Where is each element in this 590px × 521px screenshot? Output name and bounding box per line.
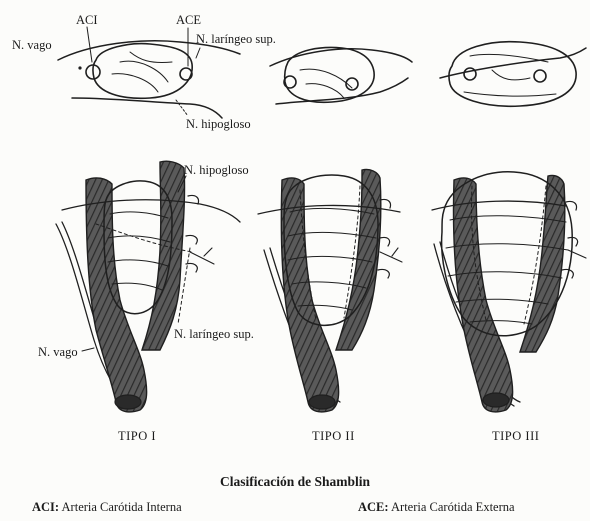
label-hypoglossal-top: N. hipogloso bbox=[186, 117, 251, 131]
label-aci: ACI bbox=[76, 13, 98, 27]
label-vagus-mid: N. vago bbox=[38, 345, 78, 359]
cross-section-type-2 bbox=[270, 48, 412, 104]
legend-aci-text: Arteria Carótida Interna bbox=[62, 500, 182, 514]
illustration-type-2 bbox=[258, 169, 402, 411]
cross-section-type-3 bbox=[440, 42, 586, 107]
legend-aci: ACI: Arteria Carótida Interna bbox=[32, 500, 182, 515]
figure-caption: Clasificación de Shamblin bbox=[0, 474, 590, 490]
legend-ace-abbr: ACE: bbox=[358, 500, 389, 514]
label-type-2: TIPO II bbox=[312, 429, 355, 443]
legend-ace-text: Arteria Carótida Externa bbox=[391, 500, 515, 514]
label-laryngeal-top: N. laríngeo sup. bbox=[196, 32, 276, 46]
label-vagus-top: N. vago bbox=[12, 38, 52, 52]
label-type-1: TIPO I bbox=[118, 429, 156, 443]
legend-ace: ACE: Arteria Carótida Externa bbox=[358, 500, 515, 515]
label-hypoglossal-mid: N. hipogloso bbox=[184, 163, 249, 177]
label-laryngeal-mid: N. laríngeo sup. bbox=[174, 327, 254, 341]
label-type-3: TIPO III bbox=[492, 429, 539, 443]
illustration-type-1 bbox=[56, 161, 240, 412]
label-ace: ACE bbox=[176, 13, 201, 27]
legend-aci-abbr: ACI: bbox=[32, 500, 59, 514]
illustration-type-3 bbox=[432, 172, 586, 412]
